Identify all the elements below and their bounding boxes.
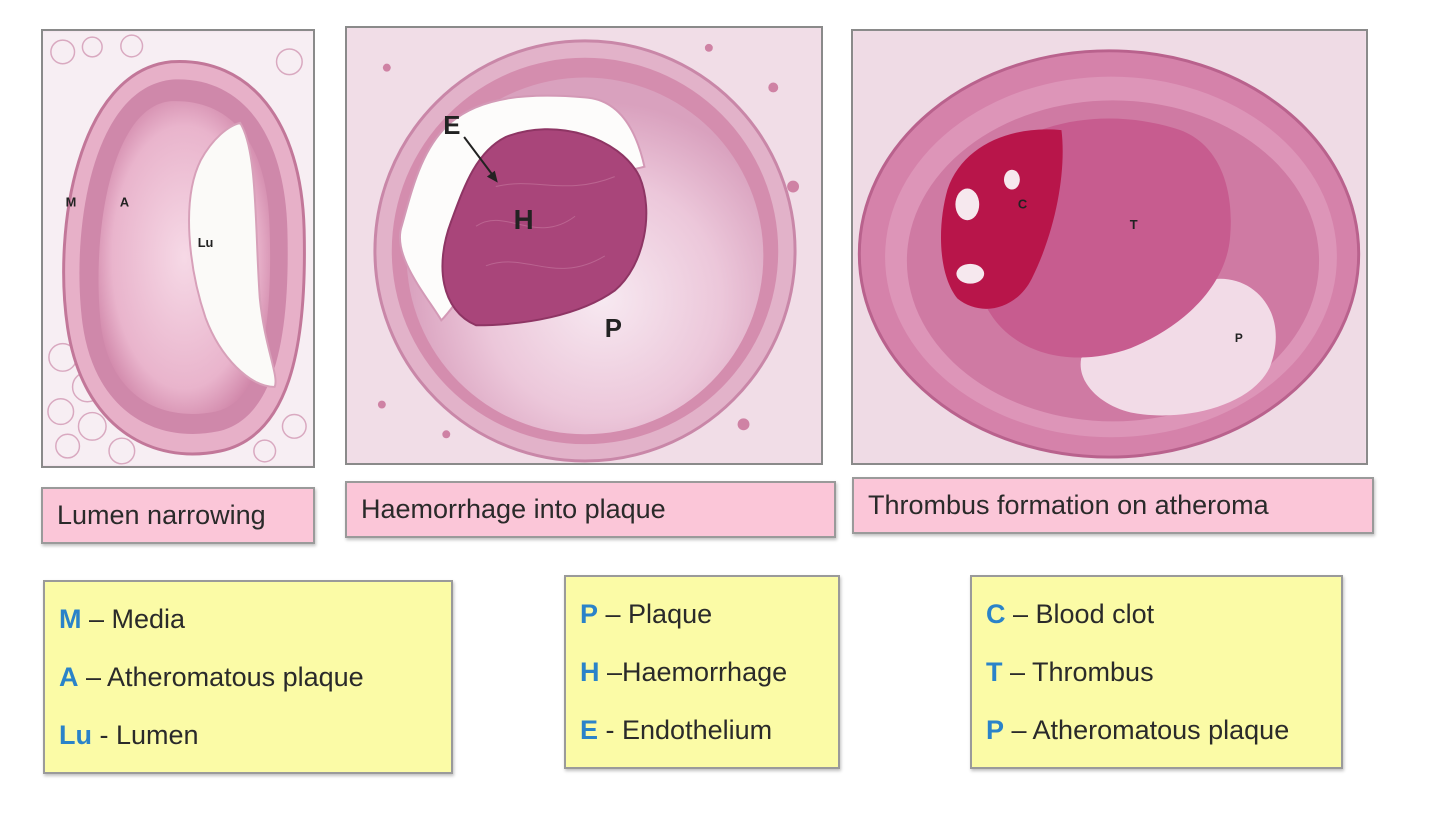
micrograph-3-drawing: C T P xyxy=(853,31,1366,463)
micrograph-2-labels: E H P xyxy=(443,112,622,343)
caption-thrombus: Thrombus formation on atheroma xyxy=(852,477,1374,534)
label-h: H xyxy=(514,204,534,235)
legend-text: Thrombus xyxy=(1032,657,1154,687)
legend-sep: – xyxy=(1004,715,1033,745)
caption-haemorrhage: Haemorrhage into plaque xyxy=(345,481,836,538)
micrograph-3-labels: C T P xyxy=(1018,196,1243,345)
legend-text: Media xyxy=(111,604,186,634)
legend-item: Lu - Lumen xyxy=(59,720,451,778)
micrograph-thrombus: C T P xyxy=(851,29,1368,465)
legend-text: Atheromatous plaque xyxy=(1032,715,1290,745)
legend-text: Plaque xyxy=(628,599,713,629)
legend-item: P – Plaque xyxy=(580,599,838,657)
micrograph-1-drawing: M A Lu xyxy=(43,32,313,465)
label-c: C xyxy=(1018,196,1027,211)
micrograph-1-labels: M A Lu xyxy=(66,195,214,250)
legend-text: Lumen xyxy=(116,720,199,750)
label-p-3: P xyxy=(1235,331,1243,345)
legend-code: P xyxy=(986,715,1005,745)
caption-text: Haemorrhage into plaque xyxy=(361,494,666,524)
micrograph-2-drawing: E H P xyxy=(347,28,821,463)
legend-code: M xyxy=(59,604,82,634)
legend-code: C xyxy=(986,599,1006,629)
legend-code: H xyxy=(580,657,600,687)
legend-lumen-narrowing: M – Media A – Atheromatous plaque Lu - L… xyxy=(43,580,453,774)
legend-text: Endothelium xyxy=(622,715,773,745)
legend-text: Haemorrhage xyxy=(622,657,788,687)
legend-sep: – xyxy=(598,599,629,629)
legend-sep: – xyxy=(1002,657,1033,687)
legend-haemorrhage: P – Plaque H –Haemorrhage E - Endotheliu… xyxy=(564,575,840,769)
caption-text: Thrombus formation on atheroma xyxy=(868,490,1269,520)
legend-code: E xyxy=(580,715,599,745)
legend-sep: – xyxy=(81,604,112,634)
legend-item: H –Haemorrhage xyxy=(580,657,838,715)
legend-code: P xyxy=(580,599,599,629)
label-lu: Lu xyxy=(198,235,214,250)
label-e: E xyxy=(443,112,460,140)
legend-text: Atheromatous plaque xyxy=(107,662,364,692)
label-m: M xyxy=(66,195,77,210)
caption-lumen-narrowing: Lumen narrowing xyxy=(41,487,315,544)
legend-sep: – xyxy=(599,657,623,687)
legend-item: T – Thrombus xyxy=(986,657,1341,715)
legend-item: P – Atheromatous plaque xyxy=(986,715,1341,773)
legend-item: E - Endothelium xyxy=(580,715,838,773)
legend-item: M – Media xyxy=(59,604,451,662)
label-t: T xyxy=(1130,217,1138,232)
legend-sep: - xyxy=(92,720,116,750)
label-a: A xyxy=(120,195,129,210)
legend-code: T xyxy=(986,657,1003,687)
legend-code: A xyxy=(59,662,79,692)
caption-text: Lumen narrowing xyxy=(57,500,266,530)
legend-item: A – Atheromatous plaque xyxy=(59,662,451,720)
legend-sep: – xyxy=(1005,599,1036,629)
legend-code: Lu xyxy=(59,720,92,750)
legend-sep: - xyxy=(598,715,623,745)
legend-thrombus: C – Blood clot T – Thrombus P – Atheroma… xyxy=(970,575,1343,769)
legend-text: Blood clot xyxy=(1035,599,1155,629)
legend-item: C – Blood clot xyxy=(986,599,1341,657)
label-p: P xyxy=(605,315,622,343)
micrograph-haemorrhage: E H P xyxy=(345,26,823,465)
legend-sep: – xyxy=(78,662,108,692)
micrograph-lumen-narrowing: M A Lu xyxy=(41,29,315,468)
